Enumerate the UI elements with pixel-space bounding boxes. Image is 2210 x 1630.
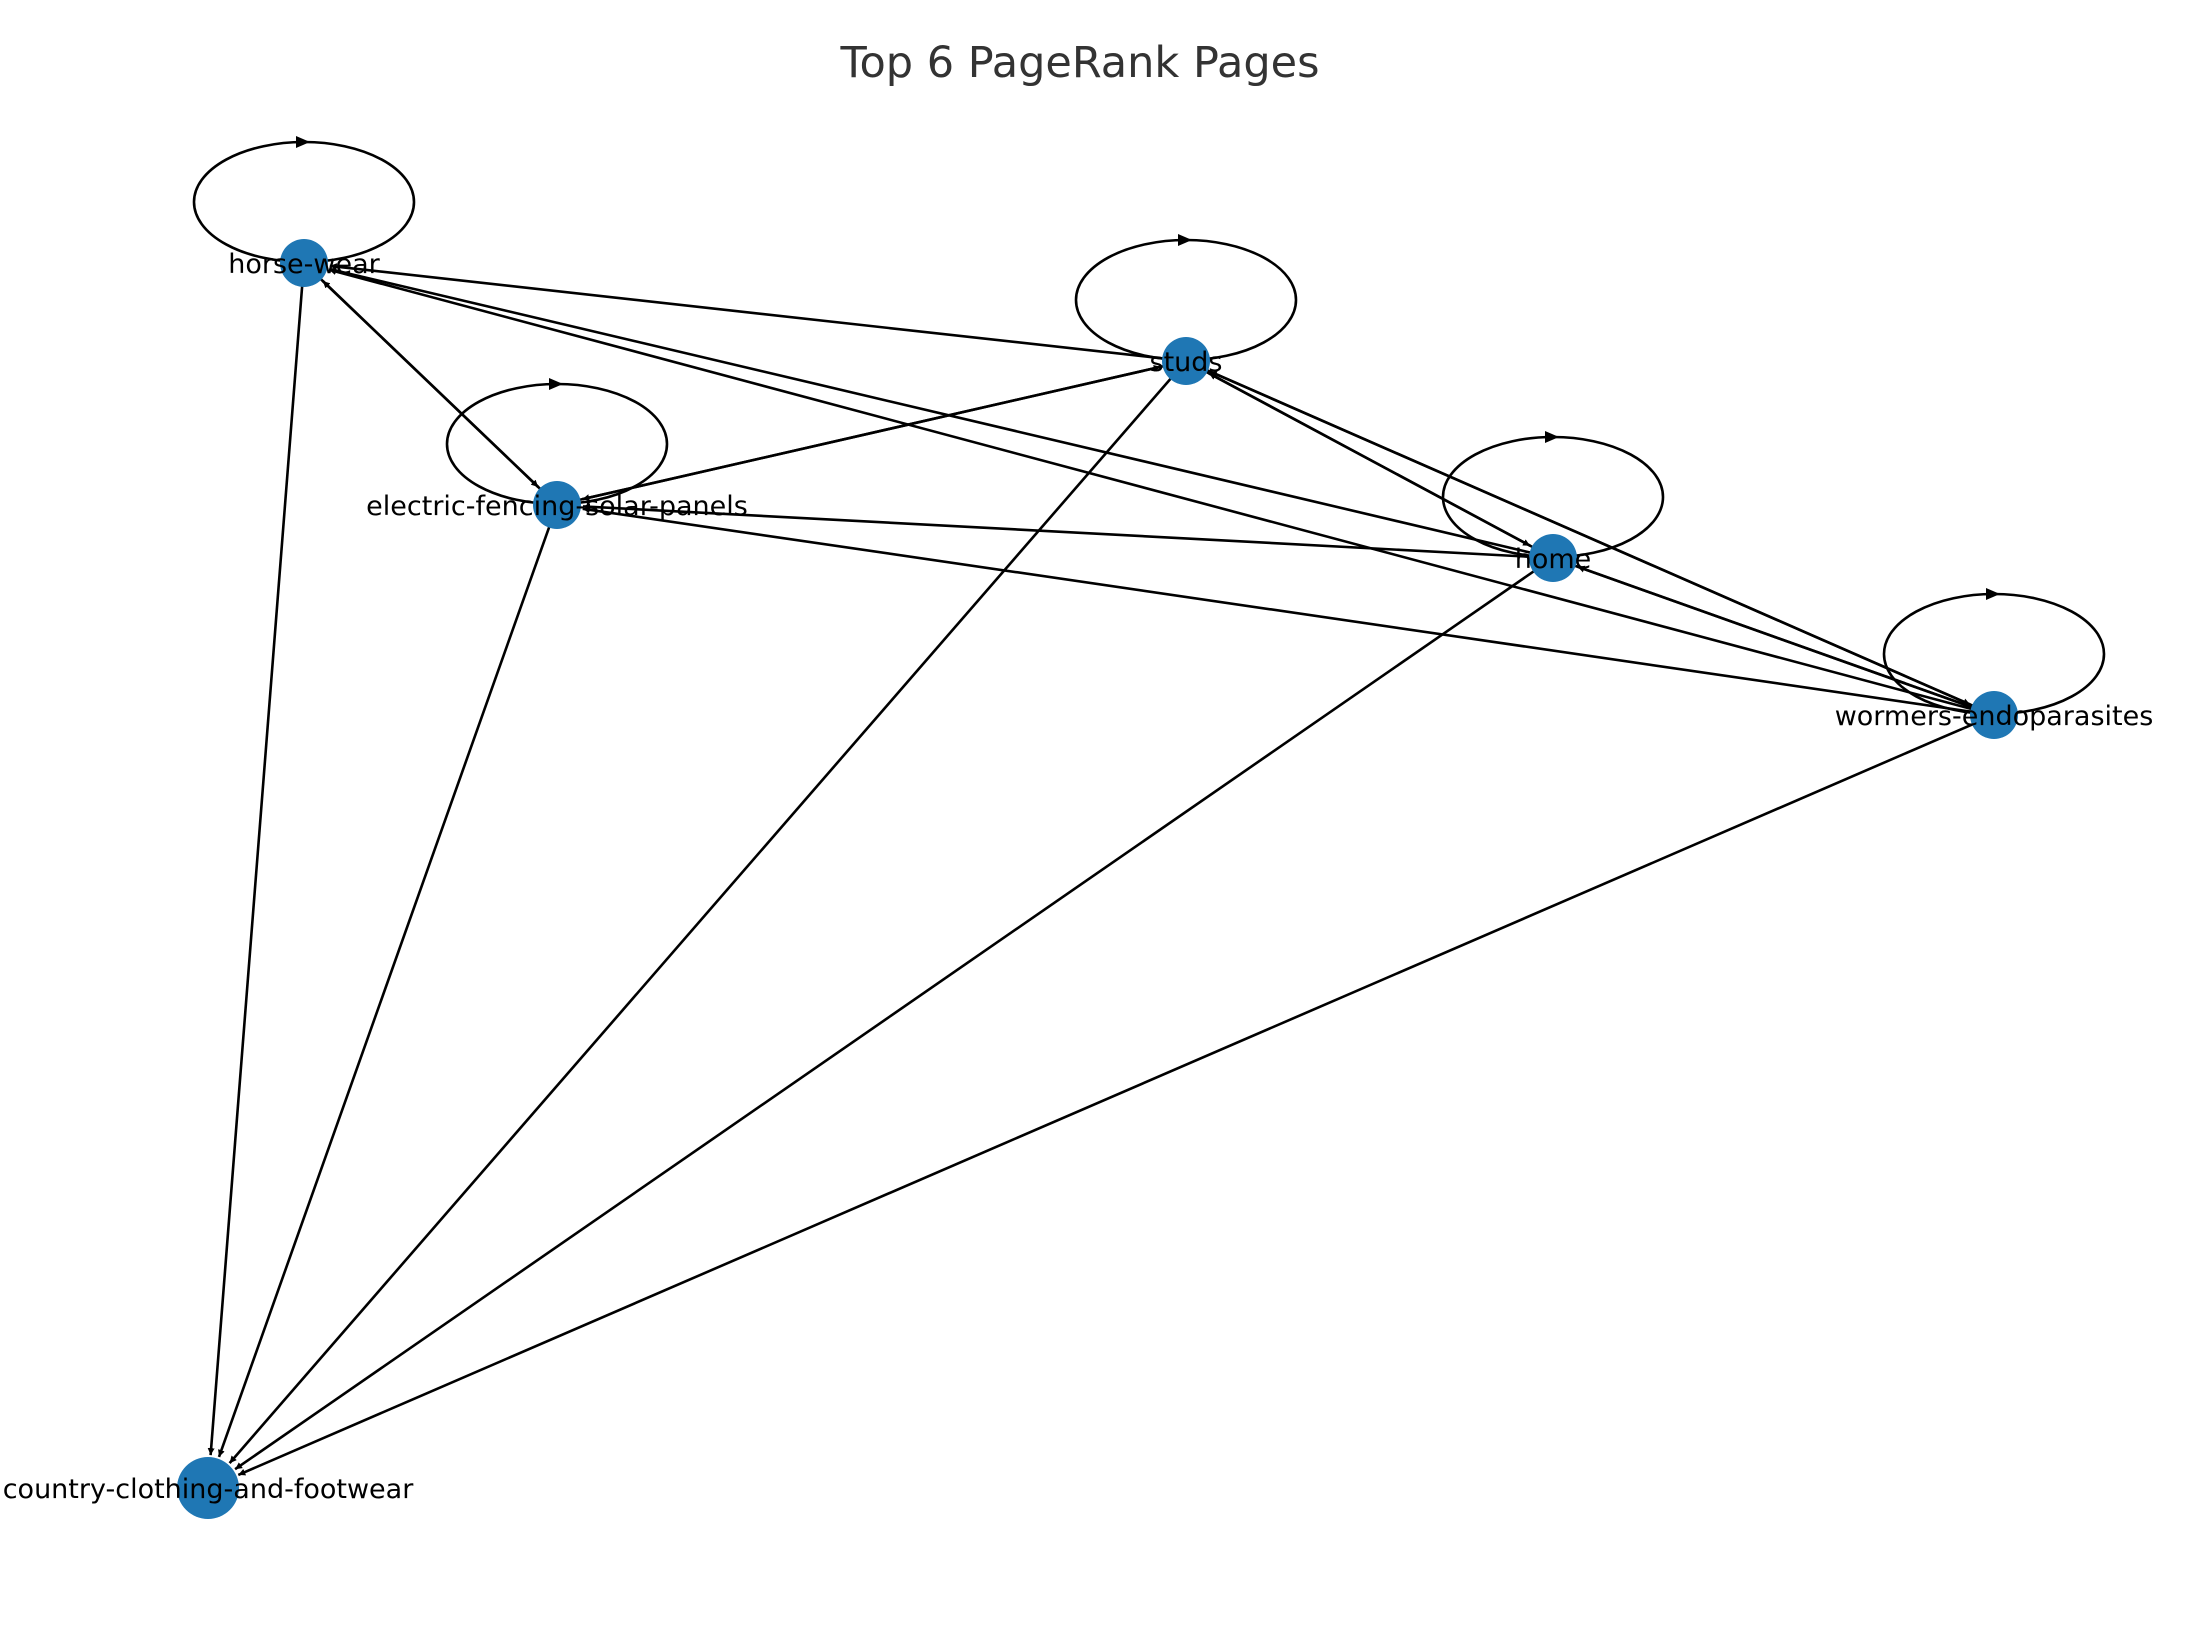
node-label-wormers-endoparasites: wormers-endoparasites <box>1835 701 2154 732</box>
edge-wormers-endoparasites-to-studs <box>1209 370 1988 714</box>
edge-home-to-country-clothing-and-footwear <box>234 561 1548 1471</box>
node-home <box>1529 534 1577 582</box>
labels-layer: horse-wear studs electric-fencing-solar-pa… <box>3 249 2154 1505</box>
node-label-country-clothing-and-footwear: country-clothing-and-footwear <box>3 1474 414 1505</box>
graph-title: Top 6 PageRank Pages <box>840 38 1320 88</box>
edges-layer <box>207 263 1988 1477</box>
edge-home-to-horse-wear <box>329 267 1547 558</box>
node-label-electric-fencing-solar-panels: electric-fencing-solar-panels <box>366 491 748 522</box>
self-loop-arrowhead-studs <box>1178 234 1192 246</box>
edge-electric-fencing-solar-panels-to-country-clothing-and-footwear <box>217 511 556 1458</box>
edge-studs-to-electric-fencing-solar-panels <box>582 361 1180 502</box>
edge-studs-to-horse-wear <box>329 263 1179 362</box>
edge-home-to-electric-fencing-solar-panels <box>582 503 1546 559</box>
node-label-horse-wear: horse-wear <box>228 249 380 280</box>
node-electric-fencing-solar-panels <box>533 481 581 529</box>
node-horse-wear <box>280 239 328 287</box>
edge-wormers-endoparasites-to-country-clothing-and-footwear <box>237 716 1988 1477</box>
edge-wormers-endoparasites-to-horse-wear <box>328 268 1988 715</box>
node-studs <box>1162 337 1210 385</box>
nodes-layer <box>177 239 2018 1519</box>
self-loop-arrowhead-electric-fencing-solar-panels <box>549 378 563 390</box>
self-loop-arrowhead-horse-wear <box>296 136 310 148</box>
self-loop-arrowhead-home <box>1545 431 1559 443</box>
edge-horse-wear-to-country-clothing-and-footwear <box>207 270 305 1456</box>
edge-studs-to-country-clothing-and-footwear <box>228 365 1183 1464</box>
edge-wormers-endoparasites-to-electric-fencing-solar-panels <box>582 506 1988 716</box>
edge-home-to-studs <box>1208 372 1548 556</box>
node-label-home: home <box>1515 544 1592 575</box>
node-country-clothing-and-footwear <box>177 1457 239 1519</box>
edge-electric-fencing-solar-panels-to-horse-wear <box>321 280 553 501</box>
edge-wormers-endoparasites-to-home <box>1577 565 1988 714</box>
self-loop-arrowhead-wormers-endoparasites <box>1986 588 2000 600</box>
self-loops-layer <box>192 136 2106 716</box>
node-wormers-endoparasites <box>1970 691 2018 739</box>
node-label-studs: studs <box>1150 347 1223 378</box>
